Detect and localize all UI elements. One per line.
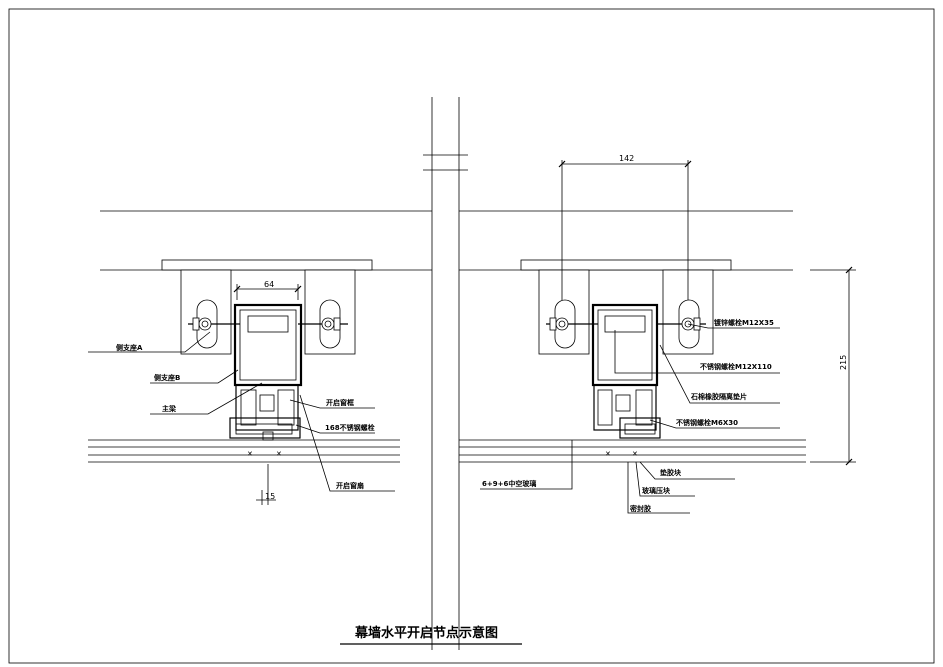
glass-layers (88, 439, 806, 463)
label-pressure-plate: 玻璃压块 (642, 486, 671, 495)
label-side-support-b: 侧支座B (154, 373, 180, 382)
left-dim-64: 64 (264, 280, 274, 289)
left-bracket-a (180, 269, 232, 355)
right-dim-215: 215 (839, 355, 848, 370)
right-dim-142: 142 (619, 154, 634, 163)
left-dim-15: 15 (265, 492, 275, 501)
svg-text:✕: ✕ (632, 450, 638, 458)
right-node: ✕ ✕ 142 215 镀锌螺栓M12X35 不锈钢螺栓M12X110 石棉橡胶… (480, 154, 856, 514)
svg-text:✕: ✕ (605, 450, 611, 458)
label-stainless-bolt: 168不锈钢螺栓 (325, 423, 375, 432)
label-side-support-a: 侧支座A (116, 343, 143, 352)
label-open-frame: 开启窗框 (326, 398, 354, 407)
label-stainless-bolt-m6: 不锈钢螺栓M6X30 (676, 418, 738, 427)
left-bracket-b (304, 269, 356, 355)
label-gasket: 垫胶块 (660, 468, 682, 477)
right-bracket-left (538, 269, 590, 355)
drawing-border (8, 8, 935, 664)
label-open-sash: 开启窗扇 (336, 481, 364, 490)
label-anchor-bolt: 镀锌螺栓M12X35 (714, 318, 774, 327)
svg-text:✕: ✕ (247, 450, 253, 458)
left-mullion (233, 303, 303, 387)
label-weather-seal: 密封胶 (630, 504, 651, 513)
label-main-keel: 主梁 (162, 404, 177, 413)
label-rubber-pad: 石棉橡胶隔离垫片 (690, 392, 747, 401)
svg-text:✕: ✕ (276, 450, 282, 458)
left-node: ✕ ✕ 64 15 侧支座A 侧支座B 主梁 开启窗框 168不锈钢螺栓 开启窗… (88, 259, 395, 505)
label-stainless-bolt-m12: 不锈钢螺栓M12X110 (700, 362, 772, 371)
label-insulating-glass: 6+9+6中空玻璃 (482, 479, 536, 488)
center-column (423, 97, 468, 650)
drawing-title: 幕墙水平开启节点示意图 (354, 625, 498, 641)
